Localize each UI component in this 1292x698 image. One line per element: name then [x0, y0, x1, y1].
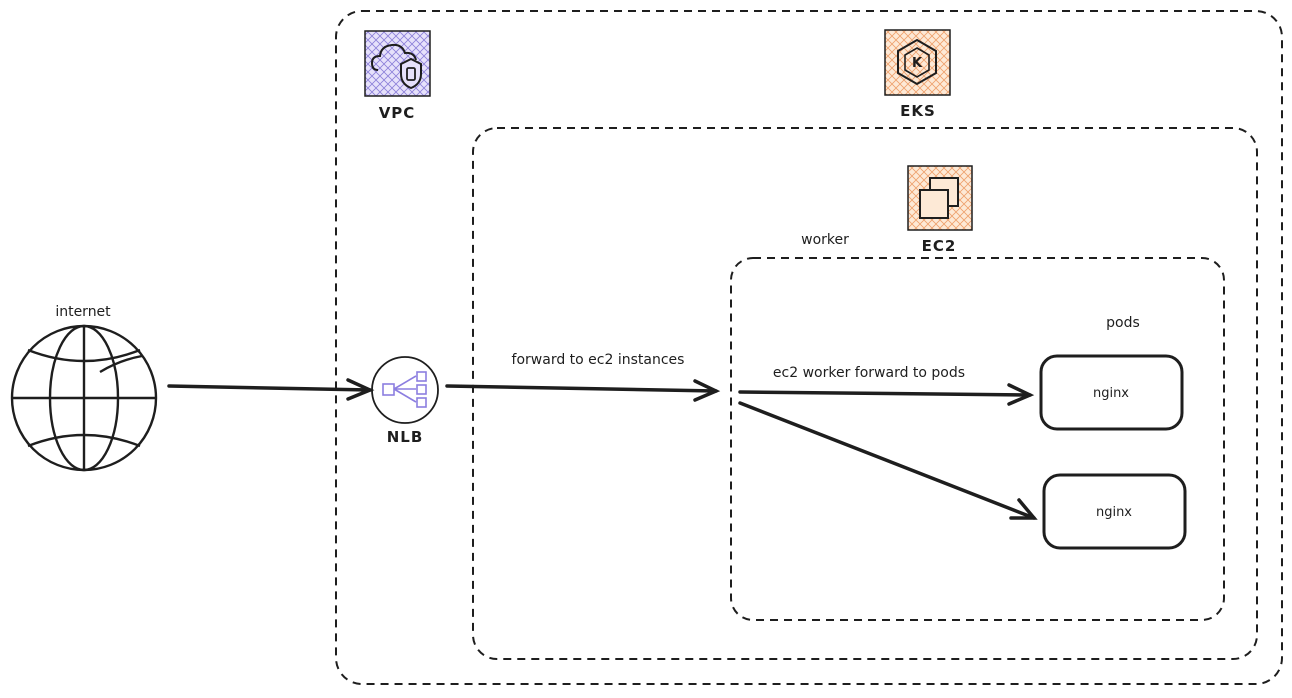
pod-nginx-2: nginx — [1042, 473, 1187, 550]
internet-label: internet — [55, 304, 111, 320]
pods-label: pods — [1106, 315, 1140, 331]
eks-kubernetes-icon: K — [884, 29, 951, 96]
pod-nginx-1: nginx — [1039, 354, 1184, 431]
nlb-label: NLB — [387, 428, 424, 446]
pod-1-label: nginx — [1093, 386, 1129, 401]
arrow-worker-to-pod-2 — [738, 401, 1038, 520]
forward-pods-label: ec2 worker forward to pods — [773, 365, 965, 381]
svg-text:K: K — [912, 56, 923, 71]
globe-icon — [10, 324, 158, 472]
vpc-cloud-shield-icon — [364, 30, 431, 97]
arrow-internet-to-nlb — [167, 378, 375, 401]
worker-label: worker — [801, 232, 849, 248]
worker-boundary — [730, 257, 1225, 621]
ec2-label: EC2 — [922, 237, 957, 255]
arrow-nlb-to-worker — [445, 379, 721, 402]
eks-boundary — [472, 127, 1258, 660]
pod-2-label: nginx — [1096, 505, 1132, 520]
load-balancer-icon — [371, 356, 439, 424]
vpc-label: VPC — [379, 104, 416, 122]
eks-label: EKS — [900, 102, 936, 120]
arrow-worker-to-pod-1 — [738, 383, 1035, 406]
forward-ec2-label: forward to ec2 instances — [512, 352, 685, 368]
ec2-instance-icon — [907, 165, 973, 231]
vpc-boundary — [335, 10, 1283, 685]
